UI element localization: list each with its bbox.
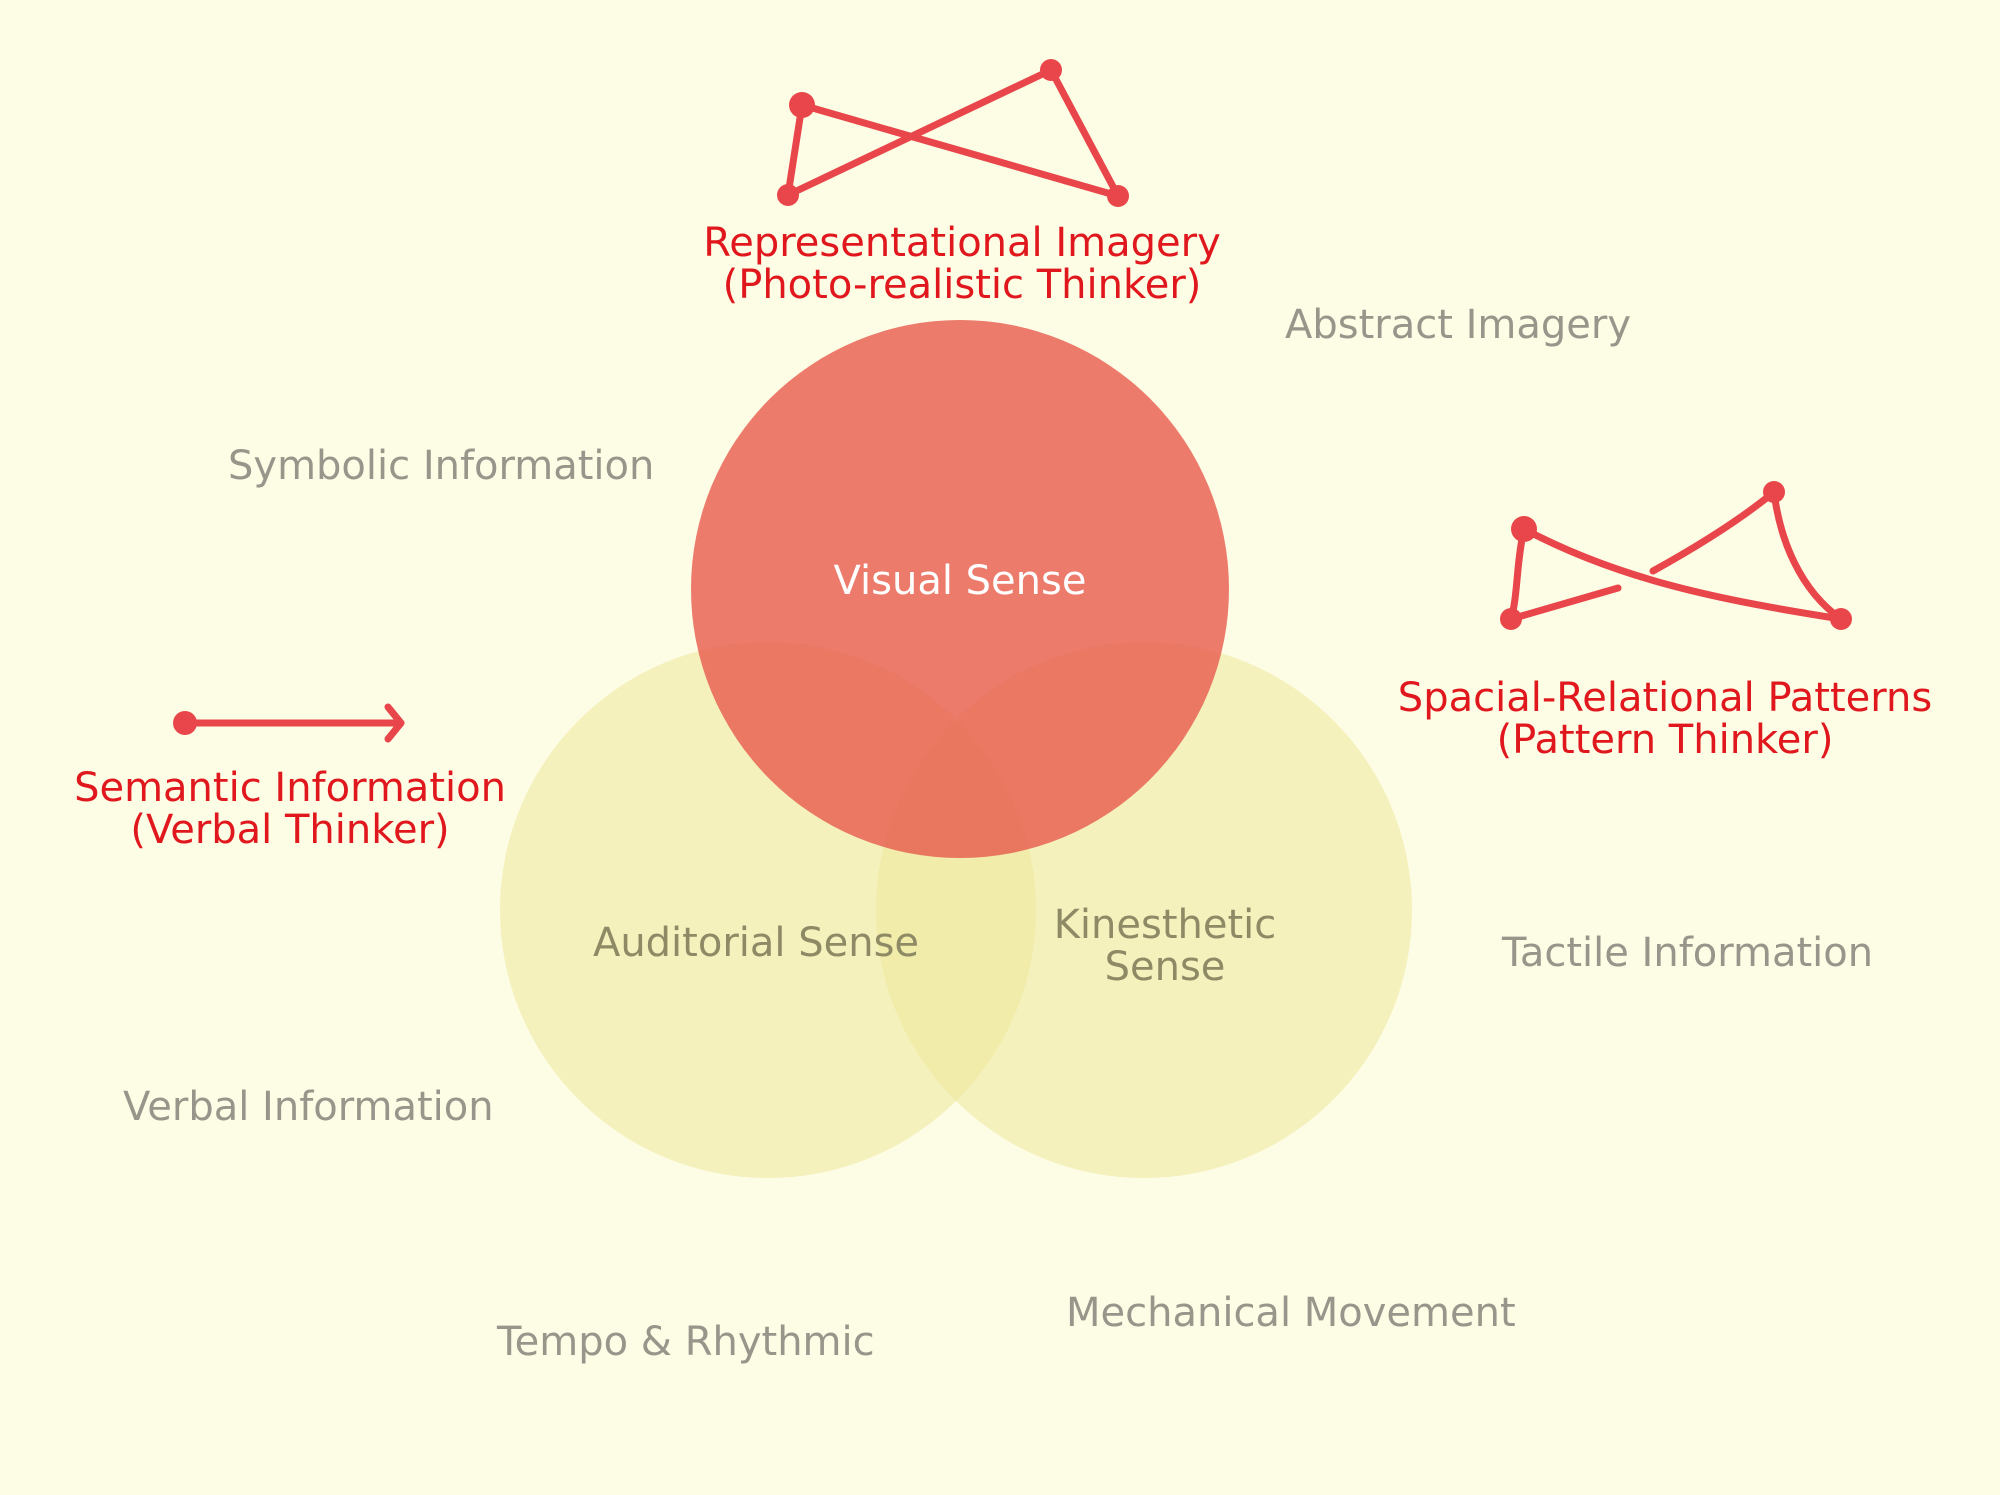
verbal-thinker-label: Semantic Information (Verbal Thinker)	[55, 767, 525, 851]
mechanical-movement-label: Mechanical Movement	[1066, 1290, 1516, 1336]
arrow-right-icon	[173, 703, 405, 743]
crossed-quadrilateral-icon	[777, 59, 1129, 207]
visual-sense-circle	[691, 320, 1229, 858]
pattern-thinker-line-2: (Pattern Thinker)	[1496, 717, 1834, 763]
kinesthetic-sense-line-2: Sense	[1104, 944, 1226, 990]
visual-sense-label: Visual Sense	[833, 558, 1087, 604]
tempo-rhythmic-label: Tempo & Rhythmic	[497, 1319, 875, 1365]
kinesthetic-sense-label: Kinesthetic Sense	[1015, 904, 1315, 988]
auditorial-sense-label: Auditorial Sense	[592, 920, 920, 966]
photo-thinker-line-1: Representational Imagery	[703, 220, 1221, 266]
pattern-thinker-line-1: Spacial-Relational Patterns	[1397, 675, 1933, 721]
tactile-information-label: Tactile Information	[1502, 930, 1874, 976]
symbolic-information-label: Symbolic Information	[228, 443, 655, 489]
abstract-imagery-label: Abstract Imagery	[1285, 302, 1632, 348]
photo-thinker-line-2: (Photo-realistic Thinker)	[722, 262, 1202, 308]
verbal-thinker-line-1: Semantic Information	[74, 765, 506, 811]
pattern-thinker-label: Spacial-Relational Patterns (Pattern Thi…	[1365, 677, 1965, 761]
broken-crossed-quadrilateral-icon	[1500, 481, 1852, 630]
verbal-information-label: Verbal Information	[123, 1084, 494, 1130]
kinesthetic-sense-line-1: Kinesthetic	[1053, 902, 1277, 948]
verbal-thinker-line-2: (Verbal Thinker)	[130, 807, 450, 853]
photo-realistic-thinker-label: Representational Imagery (Photo-realisti…	[662, 222, 1262, 306]
